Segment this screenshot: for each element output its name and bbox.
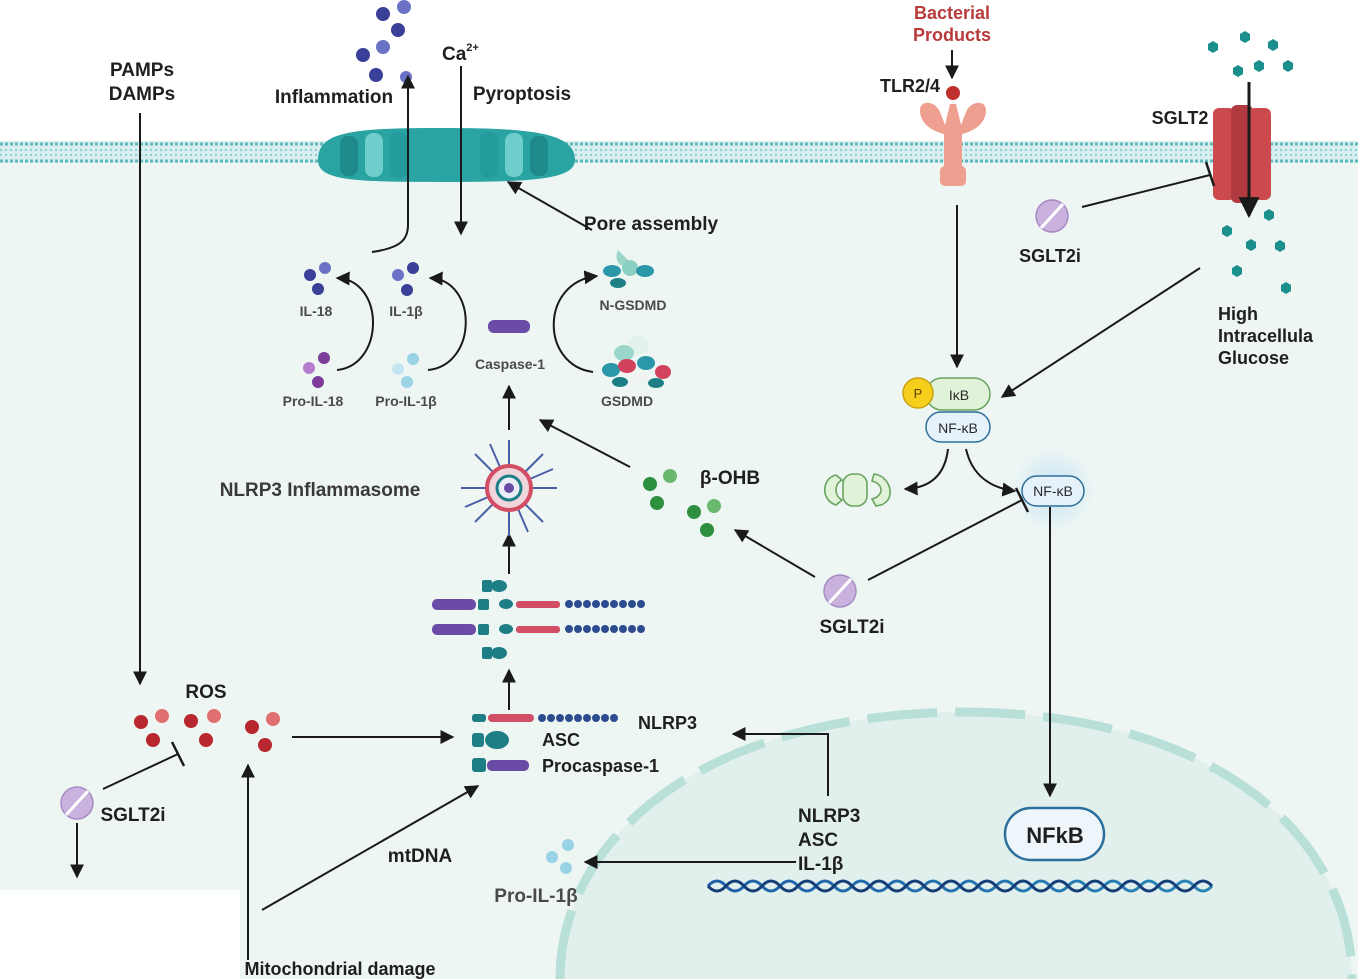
nucleus (555, 707, 1357, 979)
mtdna-label: mtDNA (388, 846, 453, 867)
ros-particles (134, 709, 280, 752)
sglt2i-pill-mid-icon (823, 574, 857, 608)
pyroptosis-label: Pyroptosis (473, 84, 571, 105)
caspase1-icon (488, 320, 530, 333)
mito-damage-label: Mitochondrial damage (244, 959, 435, 979)
nlrp3-inflammasome-icon (461, 440, 557, 536)
damps-label: DAMPs (109, 84, 176, 105)
bohb-particles (643, 469, 721, 537)
ikb-label: IκB (949, 387, 969, 403)
gasdermin-pore (318, 128, 575, 182)
glucose-molecules (1208, 31, 1293, 294)
released-il-particles (356, 0, 412, 83)
pro-il1b-label: Pro-IL-1β (375, 393, 437, 409)
il1b-particles (392, 262, 419, 296)
glucose-label-3: Glucose (1218, 348, 1289, 368)
sglt2-label: SGLT2 (1152, 108, 1209, 128)
dna-icon (706, 879, 1214, 893)
tlr-receptor-icon (920, 102, 986, 186)
pore-assembly-label: Pore assembly (584, 214, 719, 235)
ligand-icon (946, 86, 960, 100)
il1b-label: IL-1β (389, 303, 423, 319)
faded-area (0, 890, 240, 979)
calcium-label: Ca2+ (442, 42, 479, 65)
il18-label: IL-18 (300, 303, 333, 319)
bohb-label: β-OHB (700, 468, 760, 489)
sglt2-channel-icon (1213, 105, 1271, 203)
nlrp3-components (472, 714, 618, 772)
sglt2i-left-label: SGLT2i (100, 805, 165, 826)
nfkb-bound-label: NF-κB (938, 420, 978, 436)
il18-particles (304, 262, 331, 295)
cell-membrane (0, 141, 1358, 163)
nlrp3-inflammasome-label: NLRP3 Inflammasome (220, 480, 421, 501)
bacterial-products-label-1: Bacterial (914, 3, 990, 23)
tlr-label: TLR2/4 (880, 76, 940, 96)
assembled-complex (432, 580, 645, 659)
glucose-label-2: Intracellula (1218, 326, 1314, 346)
glucose-label-1: High (1218, 304, 1258, 324)
ikb-nfkb-complex (902, 377, 991, 443)
nucleus-nfkb-box (1003, 806, 1106, 862)
gsdmd-icon (602, 336, 671, 388)
pamps-label: PAMPs (110, 60, 174, 81)
pro-il18-particles (303, 352, 330, 388)
sglt2i-top-label: SGLT2i (1019, 246, 1081, 266)
asc-label: ASC (542, 730, 580, 750)
pro-il1b-bottom-particles (546, 839, 574, 874)
bacterial-products-label-2: Products (913, 25, 991, 45)
ros-label: ROS (185, 682, 226, 703)
sglt2i-mid-label: SGLT2i (819, 617, 884, 638)
gene-nlrp3-label: NLRP3 (798, 806, 860, 827)
degraded-ikb-icon (823, 473, 891, 507)
phospho-icon (902, 377, 934, 409)
pro-il1b-bottom-label: Pro-IL-1β (494, 886, 577, 907)
nfkb-free-label: NF-κB (1033, 483, 1073, 499)
sglt2i-pill-top-icon (1035, 199, 1069, 233)
nlrp3-label: NLRP3 (638, 713, 697, 733)
n-gsdmd-label: N-GSDMD (600, 297, 667, 313)
caspase1-label: Caspase-1 (475, 356, 545, 372)
n-gsdmd-icon (603, 250, 654, 288)
nucleus-nfkb-label: NFkB (1026, 823, 1083, 848)
procaspase1-label: Procaspase-1 (542, 756, 659, 776)
gsdmd-label: GSDMD (601, 393, 653, 409)
pro-il1b-particles (392, 353, 419, 388)
pro-il18-label: Pro-IL-18 (283, 393, 344, 409)
gene-asc-label: ASC (798, 830, 838, 851)
gene-il1b-label: IL-1β (798, 854, 843, 875)
nfkb-free-icon (1021, 475, 1085, 507)
phospho-label: P (914, 386, 923, 401)
sglt2i-pill-left-icon (60, 786, 94, 820)
inflammation-label: Inflammation (275, 87, 393, 108)
